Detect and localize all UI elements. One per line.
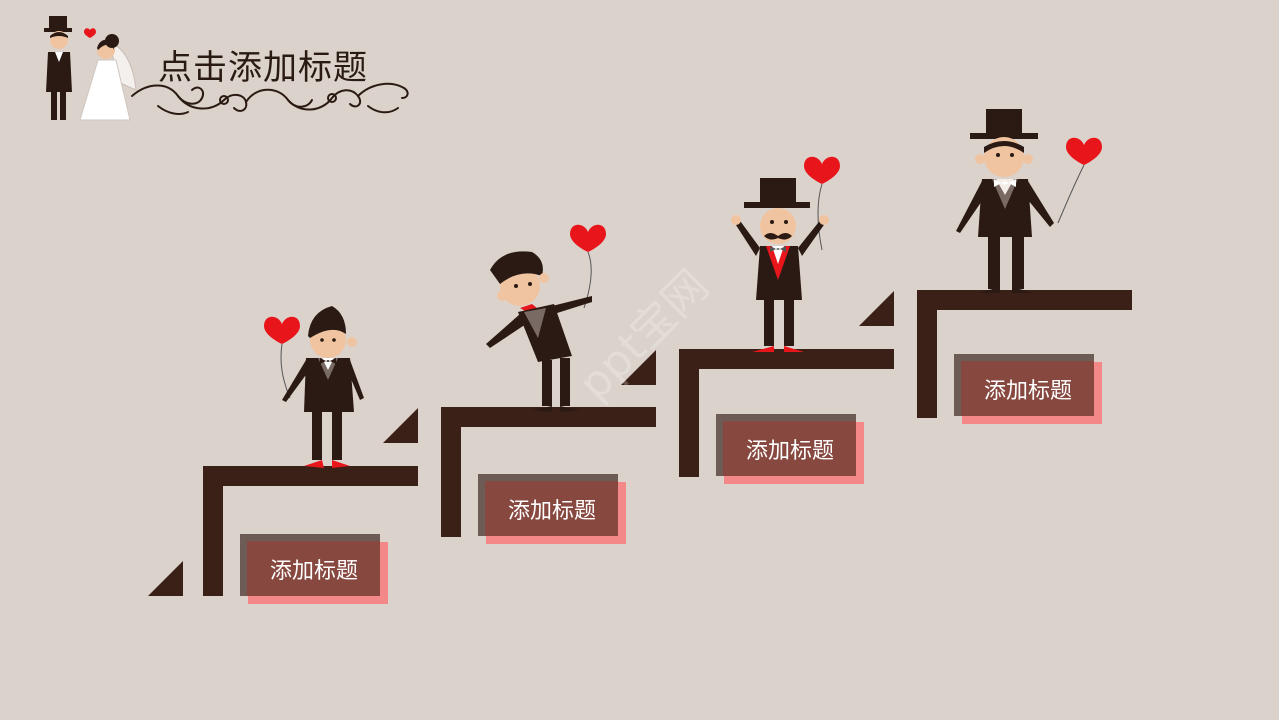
- step-label-2-text[interactable]: 添加标题: [507, 499, 596, 524]
- step-label-3-text[interactable]: 添加标题: [745, 439, 834, 464]
- label-face: [478, 474, 618, 536]
- groom-character-2-icon: [486, 224, 606, 412]
- groom-character-1-icon: [264, 306, 364, 468]
- label-face: [954, 354, 1094, 416]
- step-label-1-text[interactable]: 添加标题: [269, 559, 358, 584]
- flourish-ornament-icon: [131, 82, 409, 115]
- step-label-2[interactable]: 添加标题: [478, 474, 626, 544]
- step-label-1[interactable]: 添加标题: [240, 534, 388, 604]
- step-label-4[interactable]: 添加标题: [954, 354, 1102, 424]
- step-label-4-text[interactable]: 添加标题: [983, 379, 1072, 404]
- page-title[interactable]: 点击添加标题: [158, 48, 368, 88]
- step-label-3[interactable]: 添加标题: [716, 414, 864, 484]
- couple-logo-icon: [44, 16, 137, 121]
- groom-character-3-icon: [731, 156, 840, 352]
- groom-character-4-icon: [956, 109, 1102, 293]
- label-face: [240, 534, 380, 596]
- label-face: [716, 414, 856, 476]
